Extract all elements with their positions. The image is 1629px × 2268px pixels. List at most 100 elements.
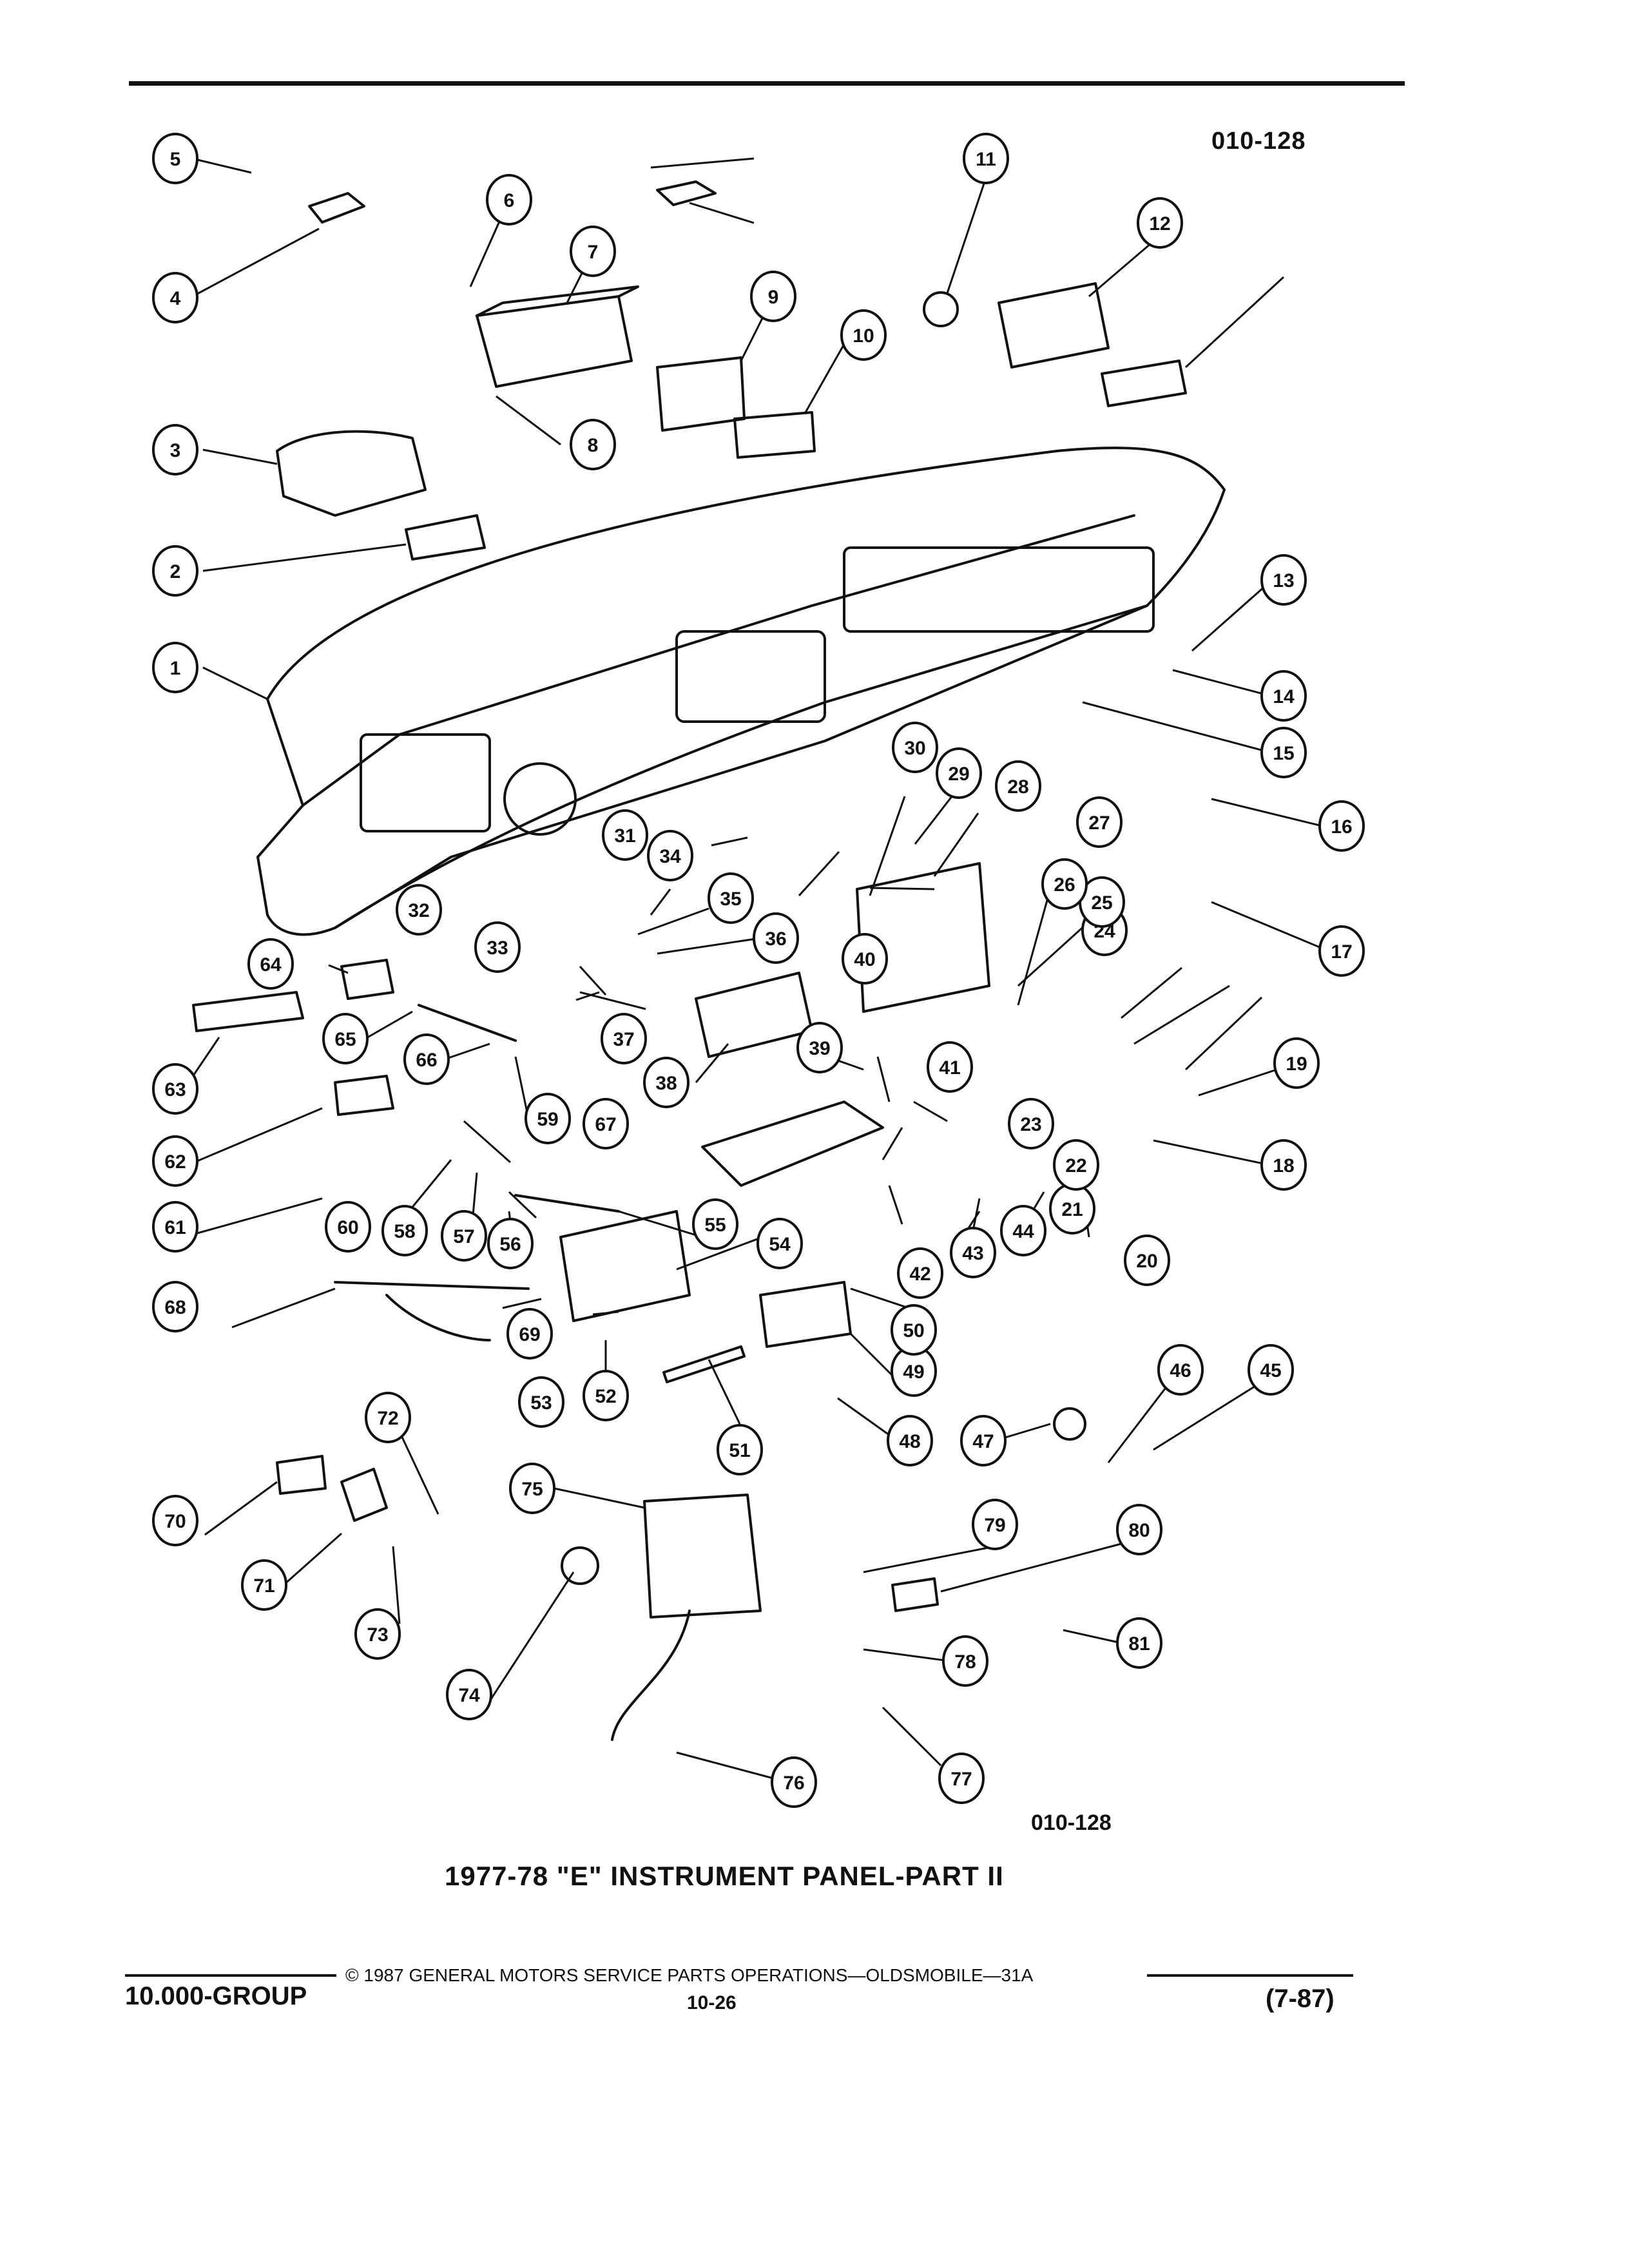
- callout-circle: [757, 1218, 803, 1269]
- callout-circle: [887, 1415, 933, 1466]
- callout-10: 10: [840, 309, 887, 361]
- callout-number: 44: [1012, 1221, 1034, 1242]
- callout-circle: [152, 133, 198, 184]
- callout-number: 77: [950, 1769, 972, 1790]
- outlet-2-right: [1101, 360, 1187, 407]
- callout-circle: [403, 1033, 450, 1085]
- callout-64: 64: [247, 938, 294, 990]
- callout-65: 65: [322, 1013, 369, 1064]
- callout-1: 1: [152, 642, 198, 693]
- callout-number: 5: [170, 149, 181, 170]
- trim-10: [733, 411, 816, 459]
- callout-38: 38: [643, 1057, 689, 1108]
- callout-circle: [927, 1041, 973, 1093]
- instrument-panel-pad: [256, 447, 1226, 936]
- ac-duct-3: [276, 430, 427, 517]
- callout-27: 27: [1076, 796, 1123, 848]
- callout-circle: [647, 830, 693, 881]
- callout-number: 54: [769, 1234, 791, 1255]
- callout-circle: [486, 174, 532, 226]
- callout-40: 40: [842, 933, 888, 985]
- callout-number: 51: [729, 1440, 750, 1461]
- callout-circle: [1318, 925, 1365, 977]
- callout-number: 79: [984, 1515, 1005, 1536]
- callout-number: 14: [1273, 686, 1295, 707]
- callout-number: 73: [367, 1624, 388, 1646]
- callout-number: 8: [588, 435, 599, 456]
- callout-circle: [643, 1057, 689, 1108]
- callout-31: 31: [602, 809, 648, 861]
- callout-number: 20: [1136, 1251, 1157, 1272]
- callout-73: 73: [354, 1608, 401, 1660]
- callout-number: 52: [595, 1386, 616, 1407]
- callout-circle: [396, 884, 442, 936]
- callout-number: 45: [1260, 1360, 1281, 1381]
- callout-18: 18: [1260, 1139, 1307, 1191]
- callout-number: 39: [809, 1038, 830, 1059]
- callout-53: 53: [518, 1376, 564, 1428]
- callout-number: 36: [765, 928, 786, 950]
- callout-number: 4: [170, 288, 181, 309]
- callout-39: 39: [796, 1022, 843, 1073]
- callout-69: 69: [506, 1308, 553, 1360]
- callout-58: 58: [381, 1205, 428, 1256]
- callout-circle: [1116, 1617, 1162, 1669]
- footer-rule-left: [125, 1974, 336, 1977]
- callout-number: 53: [530, 1392, 552, 1414]
- callout-62: 62: [152, 1135, 198, 1187]
- callout-circle: [972, 1499, 1018, 1550]
- callout-circle: [1260, 554, 1307, 606]
- callout-circle: [995, 760, 1041, 812]
- fuse-block-75: [643, 1494, 762, 1619]
- callout-29: 29: [936, 747, 982, 799]
- callout-circle: [487, 1218, 534, 1269]
- callout-number: 12: [1149, 213, 1170, 235]
- callout-circle: [601, 1013, 647, 1064]
- footer-copyright: © 1987 GENERAL MOTORS SERVICE PARTS OPER…: [345, 1965, 1034, 1985]
- callout-number: 38: [655, 1073, 677, 1094]
- callout-number: 41: [939, 1057, 960, 1079]
- callout-57: 57: [441, 1210, 487, 1262]
- callout-19: 19: [1273, 1037, 1320, 1089]
- footer-rule-right: [1147, 1974, 1353, 1977]
- callout-67: 67: [583, 1098, 629, 1149]
- callout-circle: [1260, 670, 1307, 722]
- callout-37: 37: [601, 1013, 647, 1064]
- callout-22: 22: [1053, 1139, 1099, 1191]
- callout-number: 30: [904, 738, 925, 759]
- control-54: [559, 1210, 691, 1322]
- callout-15: 15: [1260, 727, 1307, 778]
- callout-34: 34: [647, 830, 693, 881]
- callout-number: 22: [1065, 1155, 1086, 1177]
- callout-61: 61: [152, 1201, 198, 1253]
- callout-number: 64: [260, 954, 282, 975]
- callout-number: 13: [1273, 570, 1294, 591]
- callout-36: 36: [753, 912, 799, 964]
- callout-6: 6: [486, 174, 532, 226]
- callout-number: 80: [1128, 1520, 1150, 1541]
- callout-number: 42: [909, 1264, 930, 1285]
- callout-number: 26: [1054, 874, 1075, 896]
- callout-45: 45: [1248, 1344, 1294, 1396]
- callout-number: 28: [1007, 776, 1028, 798]
- callout-circle: [840, 309, 887, 361]
- callout-number: 34: [659, 846, 681, 867]
- callout-number: 32: [408, 900, 429, 921]
- callout-circle: [525, 1093, 571, 1144]
- callout-number: 75: [521, 1479, 543, 1500]
- callout-circle: [381, 1205, 428, 1256]
- callout-8: 8: [570, 419, 616, 470]
- callout-23: 23: [1008, 1098, 1054, 1149]
- callout-circle: [365, 1392, 411, 1443]
- callout-33: 33: [474, 921, 521, 973]
- callout-2: 2: [152, 545, 198, 597]
- callout-26: 26: [1041, 858, 1088, 910]
- callout-77: 77: [938, 1753, 985, 1804]
- callout-12: 12: [1137, 197, 1183, 249]
- callout-75: 75: [509, 1463, 555, 1514]
- callout-circle: [771, 1756, 817, 1808]
- callout-81: 81: [1116, 1617, 1162, 1669]
- callout-circle: [152, 1201, 198, 1253]
- callout-circle: [963, 133, 1009, 184]
- callout-number: 70: [164, 1511, 186, 1532]
